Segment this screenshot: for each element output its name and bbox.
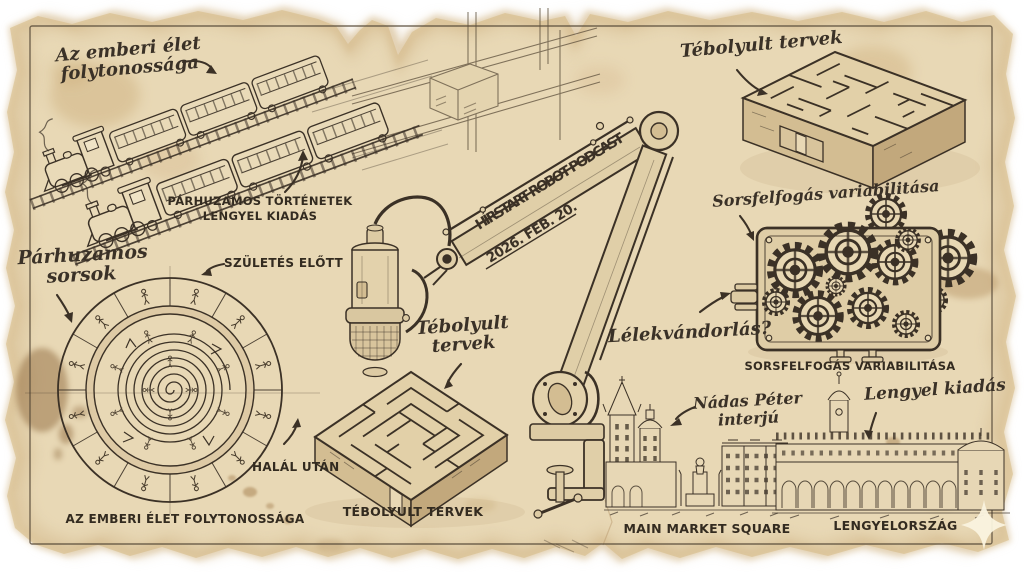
window-sketch-illustration — [351, 8, 601, 155]
arrow-to-church — [674, 405, 697, 421]
label-mad-plans-center: Tébolyult tervek — [407, 312, 519, 358]
annotation-arrows — [55, 59, 878, 446]
statue-monument — [678, 457, 722, 507]
gear-machine-illustration — [730, 196, 973, 364]
arrow-to-cloth-hall — [868, 411, 878, 434]
cloth-hall-illustration — [772, 371, 1010, 520]
microphone-illustration — [345, 195, 458, 378]
caption-fate-variability: SORSFELFOGÁS VARIABILITÁSA — [744, 359, 956, 373]
arrow-to-top-maze — [735, 68, 763, 93]
caption-mad-plans: TÉBOLYULT TERVEK — [342, 504, 484, 519]
cloth-hall-tower — [827, 371, 851, 433]
caption-line: PÁRHUZAMOS TÖRTÉNETEK — [167, 194, 353, 208]
cloth-hall-pavilion — [957, 428, 1005, 511]
church-towers — [602, 376, 677, 508]
machine-knob — [730, 283, 758, 311]
life-spiral-illustration — [25, 266, 320, 514]
desk-clamp-illustration — [529, 370, 605, 553]
caption-parallel-stories: PÁRHUZAMOS TÖRTÉNETEK LENGYEL KIADÁS — [160, 194, 360, 224]
caption-main-market-square: MAIN MARKET SQUARE — [623, 521, 791, 536]
label-nadas-interview: Nádas Péter interjú — [687, 388, 809, 430]
spiral-flow-arrows — [122, 337, 223, 447]
label-parallel-fates: Párhuzamos sorsok — [17, 241, 148, 289]
machine-feet — [829, 349, 884, 363]
spiral-sector-lines — [58, 278, 282, 502]
speed-lines — [299, 59, 449, 171]
caption-after-death: HALÁL UTÁN — [252, 460, 340, 474]
date-underline — [485, 213, 577, 270]
maze-top-illustration — [740, 52, 980, 194]
caption-life-continuity: AZ EMBERI ÉLET FOLYTONOSSÁGA — [65, 512, 305, 526]
caption-before-birth: SZÜLETÉS ELŐTT — [224, 256, 344, 270]
caption-poland: LENGYELORSZÁG — [833, 518, 958, 533]
trains-illustration — [6, 15, 449, 267]
maze-bottom-illustration — [305, 372, 525, 528]
sparkle-icon — [961, 500, 1007, 550]
caption-line: LENGYEL KIADÁS — [202, 208, 318, 223]
arrow-from-reincarnation — [698, 295, 725, 314]
border-frame — [29, 25, 993, 545]
